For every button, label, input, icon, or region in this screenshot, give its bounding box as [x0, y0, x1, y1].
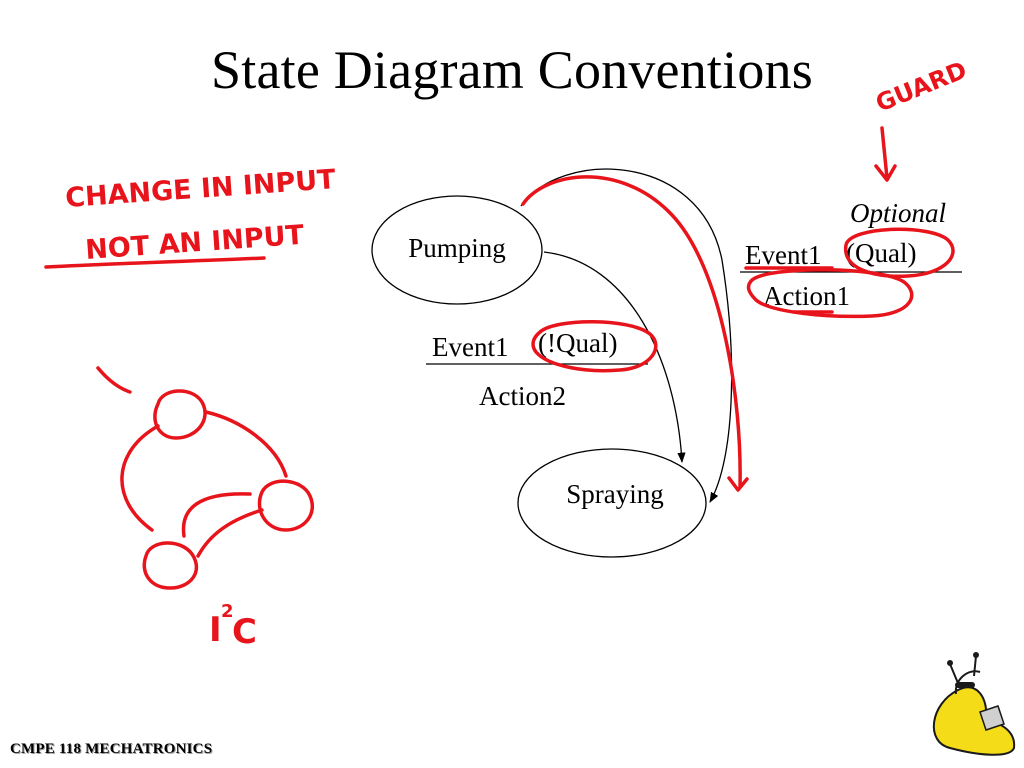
i2c-sketch-state-bottom [142, 541, 199, 590]
i2c-sketch-edge-3 [120, 424, 160, 532]
state-pumping[interactable]: Pumping [371, 195, 543, 305]
slide-title: State Diagram Conventions [211, 40, 813, 100]
annotation-guard: GUARD [872, 56, 971, 118]
i2c-sketch-pointer [96, 366, 132, 394]
state-spraying-label: Spraying [566, 479, 664, 509]
i2c-sketch-edge-4 [181, 492, 252, 538]
circle-not-qual [531, 320, 658, 373]
transition-left-event: Event1 [432, 332, 508, 362]
i2c-sketch-edge-1 [204, 410, 288, 478]
state-spraying-outline [517, 448, 707, 558]
annotation-i2c-exponent: 2 [221, 601, 234, 622]
state-pumping-label: Pumping [408, 233, 506, 263]
banana-slug-mascot-icon [932, 652, 1016, 756]
annotation-i2c-tail: C [232, 612, 257, 652]
transition-right-note: Optional [850, 198, 946, 228]
transition-right-event: Event1 [745, 240, 821, 270]
transition-left-qualifier: (!Qual) [538, 328, 617, 358]
guard-arrow [874, 126, 897, 182]
state-pumping-outline [371, 195, 543, 305]
circle-action1 [746, 268, 914, 319]
state-spraying[interactable]: Spraying [517, 448, 707, 558]
transition-arrow-not-qual[interactable] [543, 251, 686, 464]
annotation-underline [44, 256, 266, 269]
annotation-change-in-input: CHANGE IN INPUT [64, 164, 337, 214]
transition-right-qualifier: (Qual) [846, 238, 916, 268]
guard-transition-overdraw [521, 175, 742, 488]
i2c-sketch-state-right [257, 479, 314, 532]
transition-label-right: Optional Event1 (Qual) Action1 [740, 198, 962, 311]
annotation-i2c-base: I [209, 610, 222, 650]
i2c-sketch-edge-2 [196, 508, 264, 558]
transition-right-action: Action1 [763, 281, 850, 311]
i2c-sketch-state-top [153, 389, 207, 440]
guard-transition-arrowhead [727, 476, 749, 492]
footer-course-label: CMPE 118 MECHATRONICS [10, 741, 213, 757]
transition-left-action: Action2 [479, 381, 566, 411]
transition-arrow-qual[interactable] [520, 168, 733, 503]
transition-label-left: Event1 (!Qual) Action2 [426, 328, 648, 411]
